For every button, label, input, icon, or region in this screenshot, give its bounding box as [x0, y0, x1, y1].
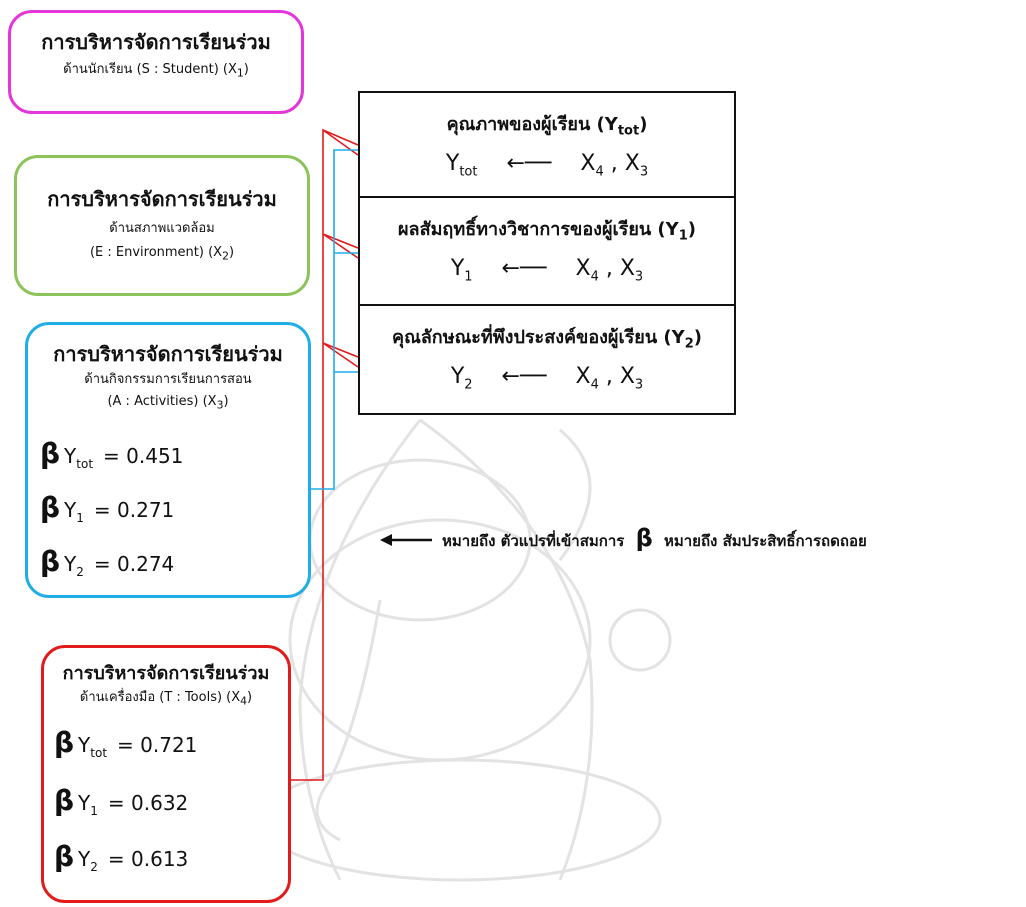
tools-box-title: การบริหารจัดการเรียนร่วม [62, 663, 270, 684]
environment-box-title: การบริหารจัดการเรียนร่วม [47, 187, 277, 211]
outcome-title-ytot: คุณภาพของผู้เรียน (Ytot) [446, 114, 648, 139]
outcome-panel-y2: คุณลักษณะที่พึงประสงค์ของผู้เรียน (Y2) Y… [358, 304, 736, 415]
student-box-subtitle: ด้านนักเรียน (S : Student) (X1) [63, 62, 249, 80]
outcome-panel-ytot: คุณภาพของผู้เรียน (Ytot) Ytot ←── X4 , X… [358, 91, 736, 198]
legend-arrow-meaning: หมายถึง ตัวแปรที่เข้าสมการ [442, 532, 625, 550]
student-box-title: การบริหารจัดการเรียนร่วม [41, 30, 271, 54]
outcome-relation-y1: Y1 ←── X4 , X3 [450, 255, 644, 284]
activities-factor-box: การบริหารจัดการเรียนร่วม ด้านกิจกรรมการเ… [25, 322, 311, 598]
outcome-title-y1: ผลสัมฤทธิ์ทางวิชาการของผู้เรียน (Y1) [398, 219, 696, 244]
activities-box-title: การบริหารจัดการเรียนร่วม [53, 342, 283, 366]
activities-box-subtitle-2: (A : Activities) (X3) [107, 393, 229, 412]
environment-factor-box: การบริหารจัดการเรียนร่วม ด้านสภาพแวดล้อม… [14, 155, 310, 296]
legend-beta-meaning: หมายถึง สัมประสิทธิ์การถดถอย [663, 532, 867, 550]
tools-box-subtitle: ด้านเครื่องมือ (T : Tools) (X4) [79, 690, 253, 708]
legend-beta-symbol: β [635, 524, 653, 552]
environment-box-subtitle-1: ด้านสภาพแวดล้อม [109, 221, 215, 236]
outcome-panel-y1: ผลสัมฤทธิ์ทางวิชาการของผู้เรียน (Y1) Y1 … [358, 196, 736, 306]
legend-arrow-head [380, 534, 392, 546]
tools-factor-box: การบริหารจัดการเรียนร่วม ด้านเครื่องมือ … [41, 645, 291, 903]
outcome-relation-ytot: Ytot ←── X4 , X3 [445, 150, 649, 179]
outcome-relation-y2: Y2 ←── X4 , X3 [450, 363, 644, 392]
student-factor-box: การบริหารจัดการเรียนร่วม ด้านนักเรียน (S… [8, 10, 304, 114]
outcome-title-y2: คุณลักษณะที่พึงประสงค์ของผู้เรียน (Y2) [392, 327, 702, 352]
left-arrow-icon: ←── [506, 150, 552, 176]
left-arrow-icon: ←── [501, 255, 547, 281]
environment-box-subtitle-2: (E : Environment) (X2) [89, 244, 235, 263]
legend: หมายถึง ตัวแปรที่เข้าสมการ β หมายถึง สัม… [442, 524, 867, 553]
left-arrow-icon: ←── [501, 363, 547, 389]
activities-box-subtitle-1: ด้านกิจกรรมการเรียนการสอน [84, 372, 252, 387]
